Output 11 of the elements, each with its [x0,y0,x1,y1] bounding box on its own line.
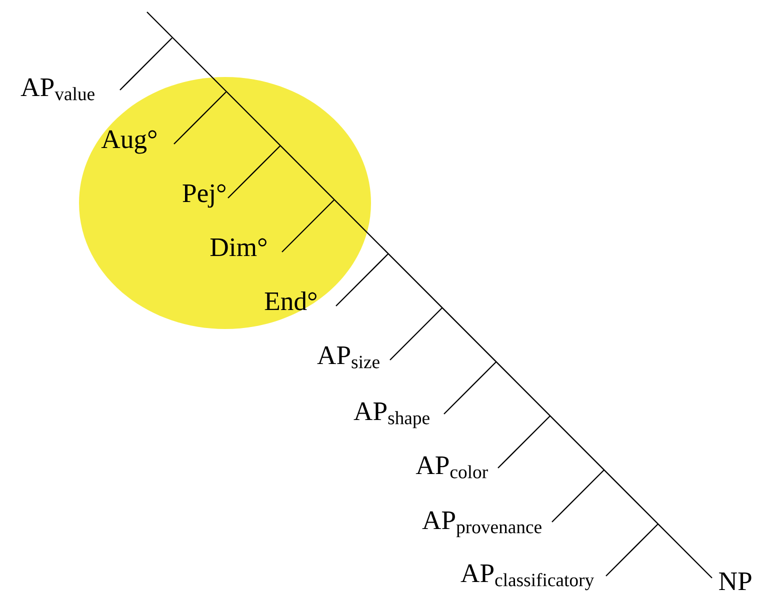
label: NP [719,572,752,590]
label: $\text{AP}_{\text{classificatory}}$ [460,564,594,590]
label: $\text{AP}_{\text{size}}$ [317,346,380,368]
label: Aug° [101,130,156,154]
label: $\text{AP}_{\text{color}}$ [416,456,488,478]
label: Pej° [182,184,226,208]
label: $\text{AP}_{\text{value}}$ [20,78,94,100]
label: Dim° [210,238,266,256]
label: End° [264,292,316,310]
label: $\text{AP}_{\text{provenance}}$ [422,511,542,538]
label: $\text{AP}_{\text{shape}}$ [354,402,430,428]
